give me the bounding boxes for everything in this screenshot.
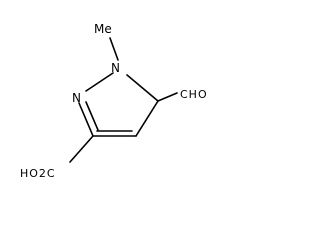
- bond-c5-formyl: [157, 92, 178, 102]
- chemical-structure-diagram: Me N N CHO HO2C: [20, 22, 208, 180]
- n1-atom-label: N: [111, 61, 120, 75]
- bond-n1-methyl: [109, 37, 119, 61]
- n2-atom-label: N: [72, 91, 81, 105]
- carboxyl-label: HO2C: [20, 167, 56, 180]
- bond-c3-n2-outer: [78, 102, 94, 137]
- methyl-label: Me: [94, 22, 112, 36]
- bond-c3-n2-inner: [85, 101, 99, 131]
- bond-c3-carboxyl: [69, 135, 94, 163]
- formyl-label: CHO: [180, 88, 208, 101]
- bond-n2-n1: [85, 72, 114, 92]
- bond-n1-c5: [126, 74, 159, 102]
- bond-c5-c4: [135, 100, 159, 137]
